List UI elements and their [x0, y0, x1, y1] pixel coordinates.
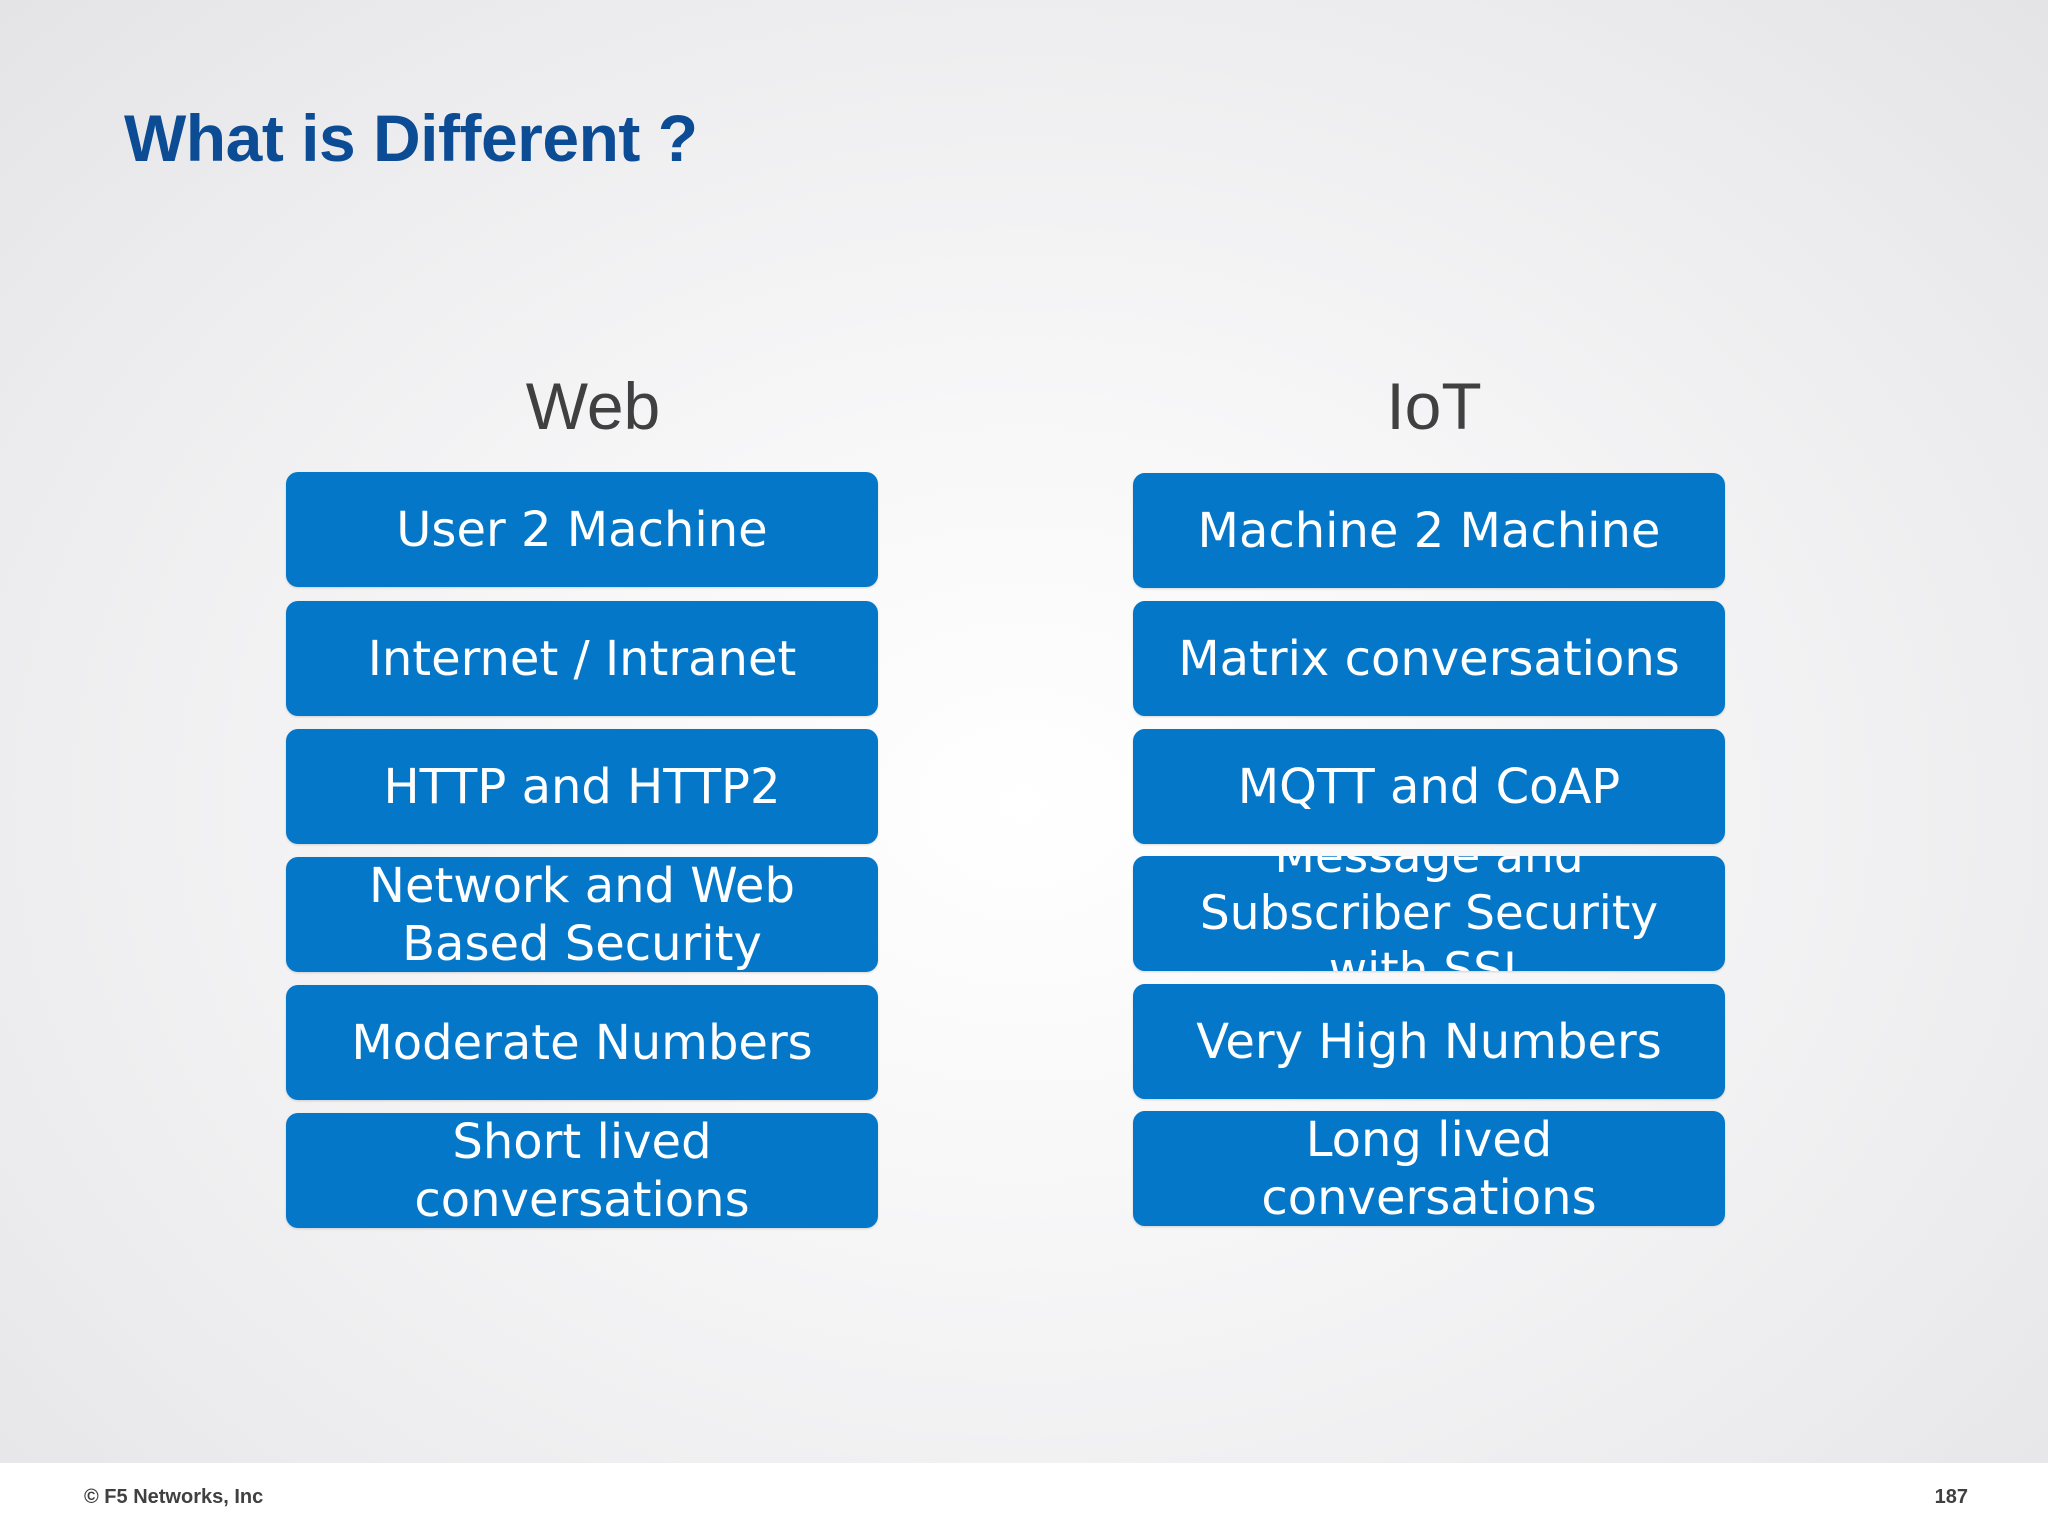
web-item-box: Moderate Numbers [286, 985, 878, 1100]
slide-footer [0, 1463, 2048, 1536]
web-item-box: Network and Web Based Security [286, 857, 878, 972]
page-number: 187 [1934, 1486, 1968, 1508]
iot-item-box: Long lived conversations [1133, 1111, 1725, 1226]
iot-column-heading: IoT [1386, 369, 1482, 443]
web-item-box: Short lived conversations [286, 1113, 878, 1228]
web-item-box: Internet / Intranet [286, 601, 878, 716]
web-item-box: User 2 Machine [286, 472, 878, 587]
copyright-text: © F5 Networks, Inc [84, 1486, 264, 1508]
iot-item-box: Very High Numbers [1133, 984, 1725, 1099]
web-item-box: HTTP and HTTP2 [286, 729, 878, 844]
iot-item-box: Machine 2 Machine [1133, 473, 1725, 588]
iot-item-box: Message and Subscriber Security with SSL [1133, 856, 1725, 971]
slide-title: What is Different ? [124, 101, 698, 175]
iot-item-box: MQTT and CoAP [1133, 729, 1725, 844]
web-column-heading: Web [525, 369, 661, 443]
iot-item-box: Matrix conversations [1133, 601, 1725, 716]
slide-canvas: What is Different ? Web IoT User 2 Machi… [0, 0, 2048, 1463]
